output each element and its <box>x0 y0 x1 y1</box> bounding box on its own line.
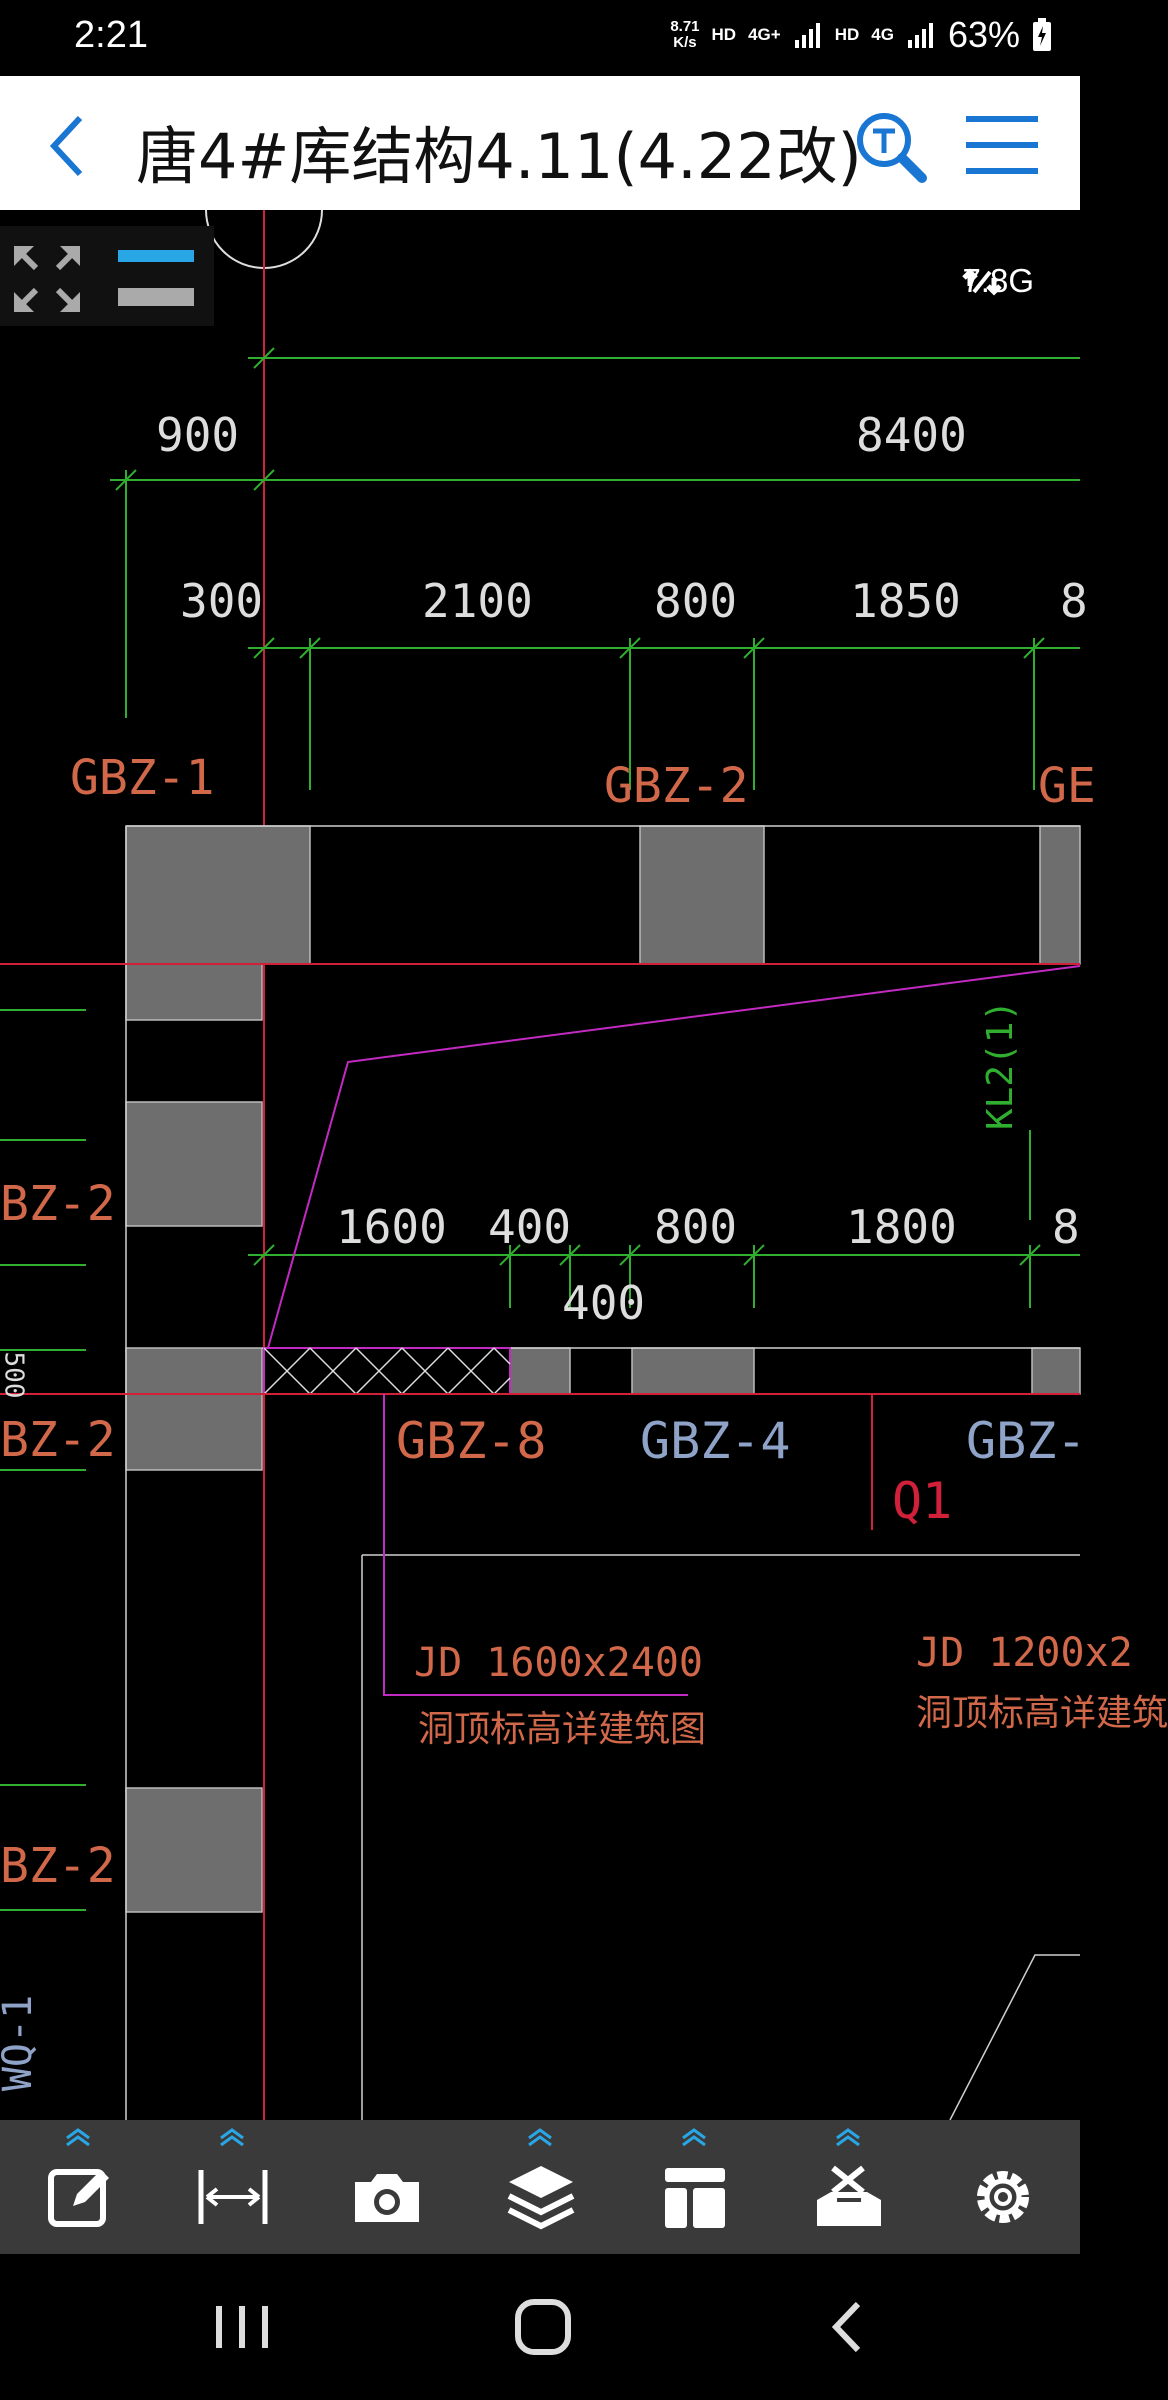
dim-8400: 8400 <box>856 408 967 462</box>
dim-300: 300 <box>180 574 264 628</box>
dim-800-mid: 800 <box>654 1200 738 1254</box>
dim-1850: 1850 <box>850 574 961 628</box>
chevron-up-icon <box>682 2128 706 2147</box>
hatched-region <box>263 1347 511 1395</box>
hd-indicator-1: HD <box>711 25 737 44</box>
dim-8-top: 8 <box>1060 574 1088 628</box>
label-gbz-1: GBZ-1 <box>70 750 215 806</box>
label-jd-1600: JD 1600x2400 <box>414 1640 703 1686</box>
label-gbz-4: GBZ-4 <box>640 1412 791 1470</box>
network-type-1: 4G+ <box>748 25 781 44</box>
chevron-up-icon <box>220 2128 244 2147</box>
label-jd-1600-note: 洞顶标高详建筑图 <box>418 1709 707 1750</box>
status-icons: 8.71 K/s HD 4G+ HD 4G 63% <box>670 14 1052 56</box>
label-gbz-edge-mid: GBZ- <box>966 1412 1087 1470</box>
side-dim: 500 <box>0 1351 29 1399</box>
label-gbz-edge-top: GE <box>1038 758 1096 814</box>
label-gbz-2-left-c: BZ-2 <box>0 1838 116 1894</box>
dim-400-sub: 400 <box>562 1276 646 1330</box>
app-header: 唐4#库结构4.11(4.22改) <box>0 76 1080 210</box>
layout-tool-button[interactable] <box>617 2120 771 2254</box>
chevron-up-icon <box>836 2128 860 2147</box>
back-icon[interactable] <box>808 2296 888 2358</box>
network-type-2: 4G <box>871 25 894 44</box>
chevron-up-icon <box>528 2128 552 2147</box>
memory-value: 7.8G <box>962 262 1034 299</box>
signal-icon-2 <box>907 23 933 48</box>
dim-1600: 1600 <box>336 1200 447 1254</box>
fullscreen-icon[interactable] <box>10 242 84 316</box>
hd-indicator-2: HD <box>834 25 860 44</box>
measure-tool-button[interactable] <box>155 2120 309 2254</box>
dim-8-mid: 8 <box>1052 1200 1080 1254</box>
layers-icon <box>507 2166 575 2230</box>
camera-tool-button[interactable] <box>309 2120 463 2254</box>
signal-icon-1 <box>794 23 820 48</box>
label-gbz-2-top: GBZ-2 <box>604 758 749 814</box>
label-q1: Q1 <box>892 1472 953 1530</box>
bottom-toolbar <box>0 2120 1080 2254</box>
camera-icon <box>355 2174 419 2222</box>
axis-lines-red <box>0 963 1080 1530</box>
dim-800: 800 <box>654 574 738 628</box>
wall-outlines <box>125 825 1080 2121</box>
recents-icon[interactable] <box>202 2296 282 2358</box>
layers-tool-button[interactable] <box>463 2120 617 2254</box>
system-nav-bar <box>0 2254 1080 2400</box>
settings-tool-button[interactable] <box>925 2120 1079 2254</box>
dim-2100: 2100 <box>422 574 533 628</box>
layer-toggle-icon[interactable] <box>116 248 196 312</box>
label-gbz-2-left-b: BZ-2 <box>0 1412 116 1468</box>
measure-icon <box>198 2170 268 2224</box>
edit-icon <box>48 2169 109 2227</box>
network-speed: 8.71 K/s <box>670 18 700 51</box>
battery-icon <box>1033 18 1051 51</box>
label-gbz-8: GBZ-8 <box>396 1412 547 1470</box>
label-gbz-2-left-a: BZ-2 <box>0 1176 116 1232</box>
status-bar: 2:21 8.71 K/s HD 4G+ HD 4G 63% <box>0 0 1080 76</box>
settings-icon <box>977 2171 1029 2223</box>
document-title: 唐4#库结构4.11(4.22改) <box>136 120 862 193</box>
toolbox-tool-button[interactable] <box>771 2120 925 2254</box>
layout-icon <box>665 2168 725 2228</box>
toolbox-icon <box>817 2165 881 2226</box>
cad-drawing <box>0 209 1081 2121</box>
label-kl2: KL2(1) <box>980 999 1021 1130</box>
dimension-lines <box>0 347 1080 1911</box>
menu-icon[interactable] <box>962 112 1042 178</box>
memory-indicator: 7.8G <box>962 262 1034 300</box>
magenta-lines <box>267 965 1081 1696</box>
wall-blocks <box>125 825 1081 1913</box>
dim-900: 900 <box>156 408 240 462</box>
sync-icon[interactable] <box>962 262 1003 302</box>
dim-1800: 1800 <box>846 1200 957 1254</box>
battery-percent: 63% <box>947 14 1020 55</box>
status-time: 2:21 <box>74 14 148 56</box>
text-search-icon[interactable] <box>852 106 928 186</box>
label-jd-1200-note: 洞顶标高详建筑 <box>916 1693 1168 1734</box>
view-controls <box>0 226 214 326</box>
label-jd-1200: JD 1200x2 <box>916 1630 1133 1676</box>
label-wq-1: WQ-1 <box>0 1994 42 2092</box>
chevron-up-icon <box>66 2128 90 2147</box>
edit-tool-button[interactable] <box>1 2120 155 2254</box>
back-arrow-icon[interactable] <box>36 106 106 186</box>
drawing-canvas[interactable]: 900 8400 300 2100 800 1850 8 GBZ-1 GBZ-2… <box>0 209 1168 2121</box>
home-icon[interactable] <box>504 2296 584 2358</box>
dim-400: 400 <box>488 1200 572 1254</box>
